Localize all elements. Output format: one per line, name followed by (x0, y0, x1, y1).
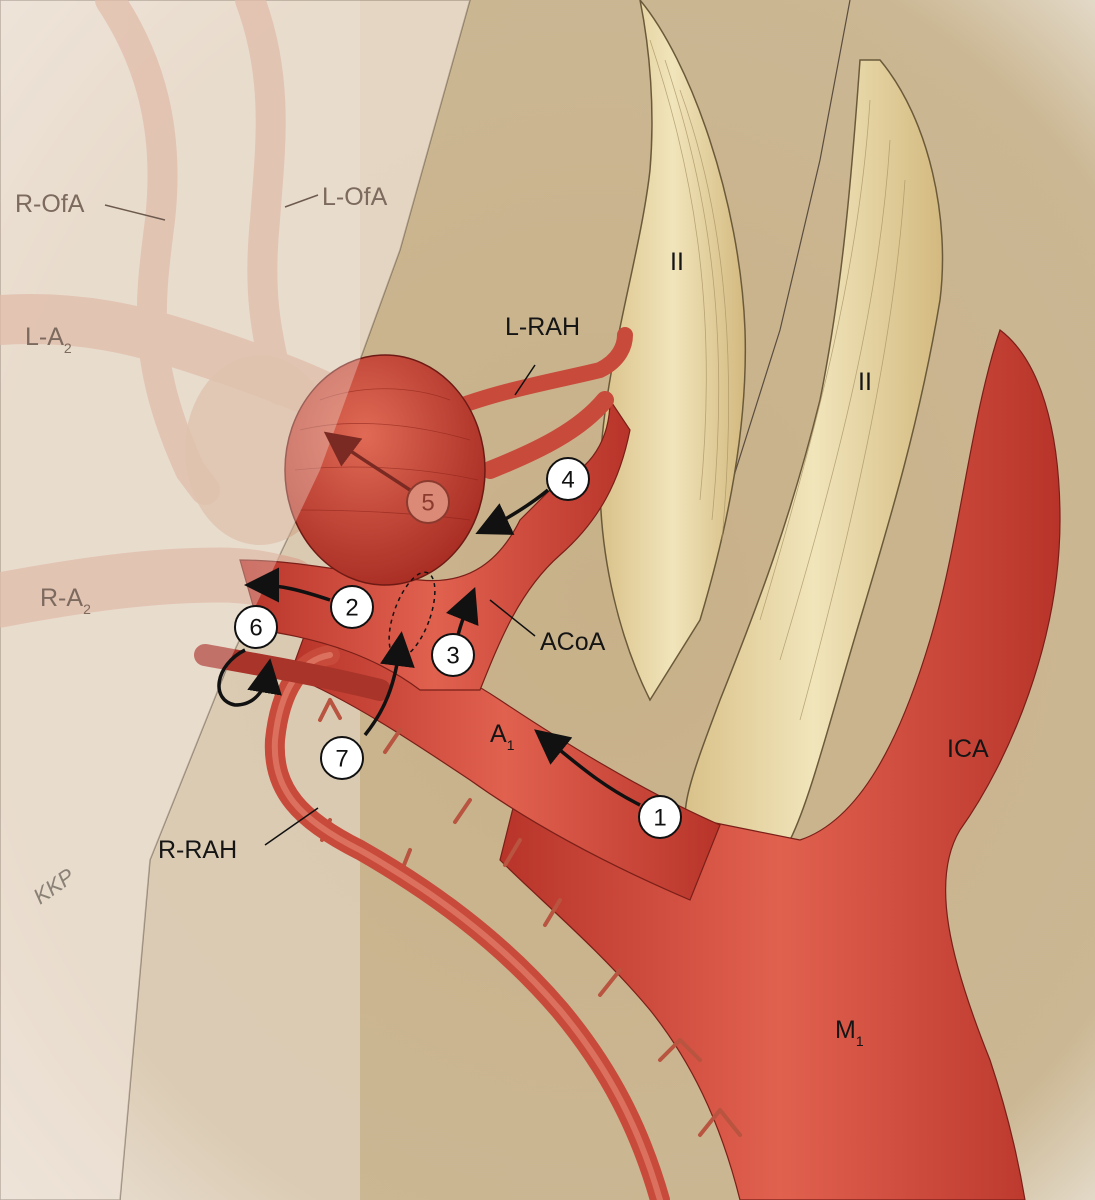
badge-step-5: 5 (406, 480, 450, 524)
label-l-a2: L-A2 (25, 323, 72, 356)
optic-nerve-upper (599, 0, 747, 702)
l-rah-secondary (481, 391, 614, 479)
badge-step-6-label: 6 (249, 615, 262, 642)
r-ofa-vessel (95, 0, 220, 505)
ica-vessel (499, 329, 1061, 1200)
arrow-step-2 (244, 567, 331, 603)
arrow-step-4 (475, 488, 550, 535)
badge-step-4: 4 (546, 457, 590, 501)
aneurysm-dome (284, 354, 486, 586)
perforators (318, 698, 742, 1137)
badge-step-7: 7 (320, 736, 364, 780)
nerve-fibres (649, 39, 906, 721)
leader-l-rah (514, 364, 536, 396)
frontal-lobe-overlay (0, 0, 470, 1200)
arrow-step-5 (323, 431, 411, 492)
arrow-step-3 (445, 587, 479, 636)
badge-step-2: 2 (330, 585, 374, 629)
leader-r-rah (264, 807, 319, 846)
label-optic-nerve-upper: II (670, 248, 684, 276)
arrow-step-7 (363, 631, 415, 737)
badge-step-3: 3 (431, 633, 475, 677)
leader-r-ofa (104, 204, 166, 221)
l-ofa-vessel (235, 0, 295, 405)
badge-step-2-label: 2 (345, 595, 358, 622)
leader-l-ofa (284, 194, 319, 208)
arrow-step-1 (534, 729, 641, 807)
badge-step-1-label: 1 (653, 805, 666, 832)
label-optic-nerve-lower: II (858, 368, 872, 396)
leader-acoa (489, 599, 536, 637)
arrow-step-6 (217, 648, 282, 707)
label-r-ofa: R-OfA (15, 190, 85, 218)
label-m1: M1 (835, 1016, 864, 1049)
sylvian-fold (719, 0, 851, 521)
label-l-rah: L-RAH (505, 313, 580, 341)
label-a1: A1 (490, 720, 515, 753)
badge-step-4-label: 4 (561, 467, 574, 494)
badge-step-6: 6 (234, 605, 278, 649)
label-r-rah: R-RAH (158, 836, 237, 864)
leader-lines (104, 194, 536, 846)
label-acoa: ACoA (540, 628, 606, 656)
badge-step-5-label: 5 (421, 490, 434, 517)
label-l-ofa: L-OfA (322, 183, 388, 211)
badge-step-1: 1 (638, 795, 682, 839)
badge-step-7-label: 7 (335, 746, 348, 773)
label-r-a2: R-A2 (40, 584, 91, 617)
l-rah-vessel (442, 327, 633, 418)
step-arrows (217, 431, 641, 807)
contralateral-a1 (194, 644, 391, 701)
label-ica: ICA (947, 735, 989, 763)
badge-step-3-label: 3 (446, 643, 459, 670)
